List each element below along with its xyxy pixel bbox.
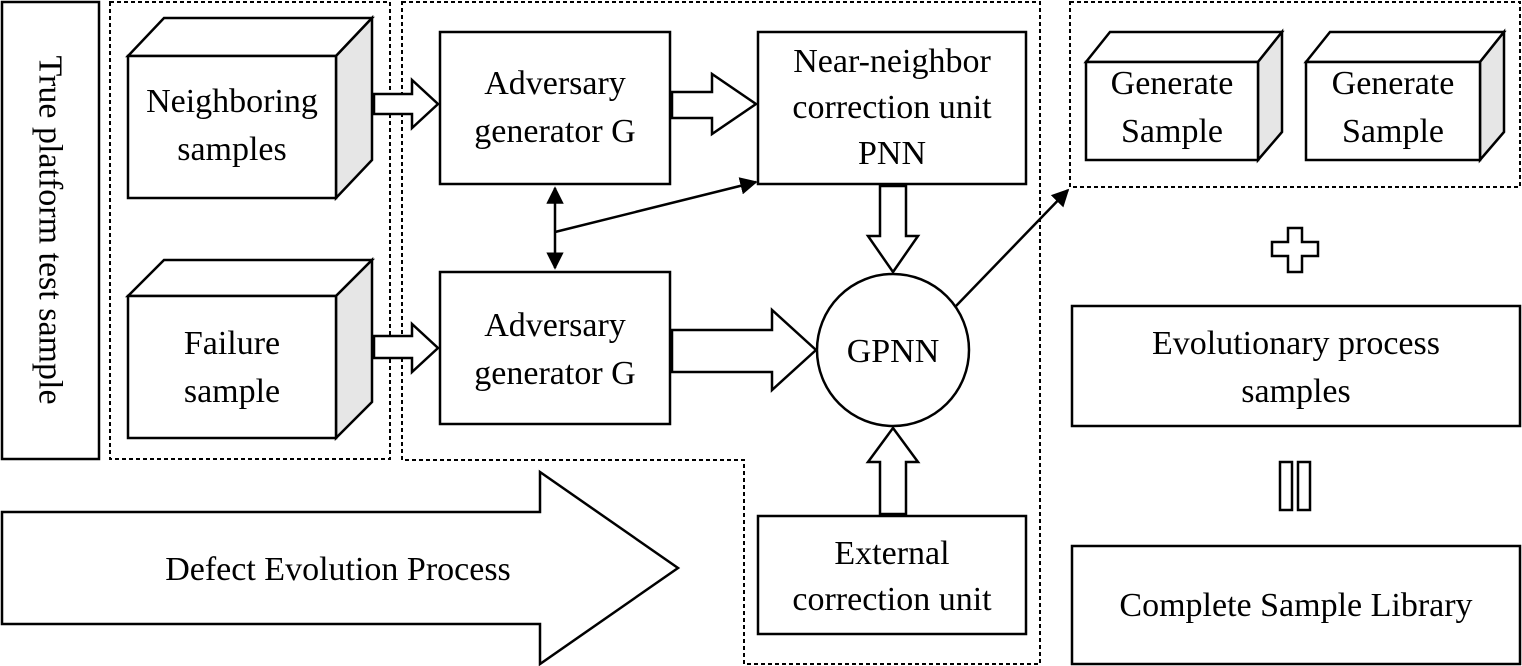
generate-sample-cube-1: Generate Sample (1083, 28, 1285, 164)
side-label: True platform test sample (32, 55, 69, 404)
true-platform-test-sample-box: True platform test sample (0, 0, 101, 461)
complete-library-label: Complete Sample Library (1119, 587, 1472, 624)
arrow-pnn-to-gpnn (865, 184, 921, 275)
external-line2: correction unit (792, 581, 992, 618)
external-line1: External (834, 535, 949, 572)
generate-sample-2-line1: Generate (1332, 65, 1455, 102)
evolutionary-process-samples-box: Evolutionary process samples (1070, 304, 1522, 428)
neighboring-samples-line1: Neighboring (146, 83, 318, 120)
pnn-correction-unit: Near-neighbor correction unit PNN (756, 30, 1028, 186)
arrow-gpnn-to-generated (955, 188, 1070, 307)
plus-icon (1270, 226, 1320, 274)
gpnn-label: GPNN (847, 333, 940, 370)
neighboring-samples-cube: Neighboring samples (125, 14, 375, 202)
generate-sample-cube-2: Generate Sample (1303, 28, 1507, 164)
arrow-external-to-gpnn (865, 425, 921, 516)
arrow-neighboring-to-generator (372, 77, 440, 131)
arrow-generator-to-gpnn (670, 307, 818, 393)
generator-bottom-line2: generator G (474, 355, 635, 392)
neighboring-samples-line2: samples (177, 131, 287, 168)
complete-sample-library-box: Complete Sample Library (1070, 544, 1522, 666)
generate-sample-1-line2: Sample (1121, 113, 1223, 150)
arrow-generator-to-pnn (670, 71, 759, 137)
defect-evolution-process-arrow: Defect Evolution Process (0, 469, 681, 666)
adversary-generator-bottom: Adversary generator G (438, 270, 672, 426)
generate-sample-1-line1: Generate (1111, 65, 1234, 102)
equals-icon (1278, 460, 1312, 512)
pnn-line2: correction unit (792, 89, 992, 126)
failure-sample-cube: Failure sample (124, 256, 376, 442)
pnn-line3: PNN (858, 135, 926, 172)
generate-sample-2-line2: Sample (1342, 113, 1444, 150)
evolutionary-line1: Evolutionary process (1152, 325, 1440, 362)
arrow-generators-to-pnn (554, 177, 758, 234)
generator-bottom-line1: Adversary (484, 307, 626, 344)
input-samples-group (109, 1, 391, 460)
arrow-failure-to-generator (372, 321, 440, 375)
failure-sample-line2: sample (184, 373, 280, 410)
adversary-generator-top: Adversary generator G (438, 30, 672, 186)
defect-process-label: Defect Evolution Process (165, 551, 511, 588)
evolutionary-line2: samples (1241, 373, 1351, 410)
pnn-line1: Near-neighbor (793, 43, 991, 80)
gpnn-node: GPNN (815, 272, 971, 428)
generator-top-line2: generator G (474, 113, 635, 150)
generated-samples-group (1069, 1, 1521, 188)
external-correction-unit: External correction unit (756, 514, 1028, 636)
generator-network-group (401, 1, 1041, 665)
generator-top-line1: Adversary (484, 65, 626, 102)
failure-sample-line1: Failure (184, 325, 280, 362)
